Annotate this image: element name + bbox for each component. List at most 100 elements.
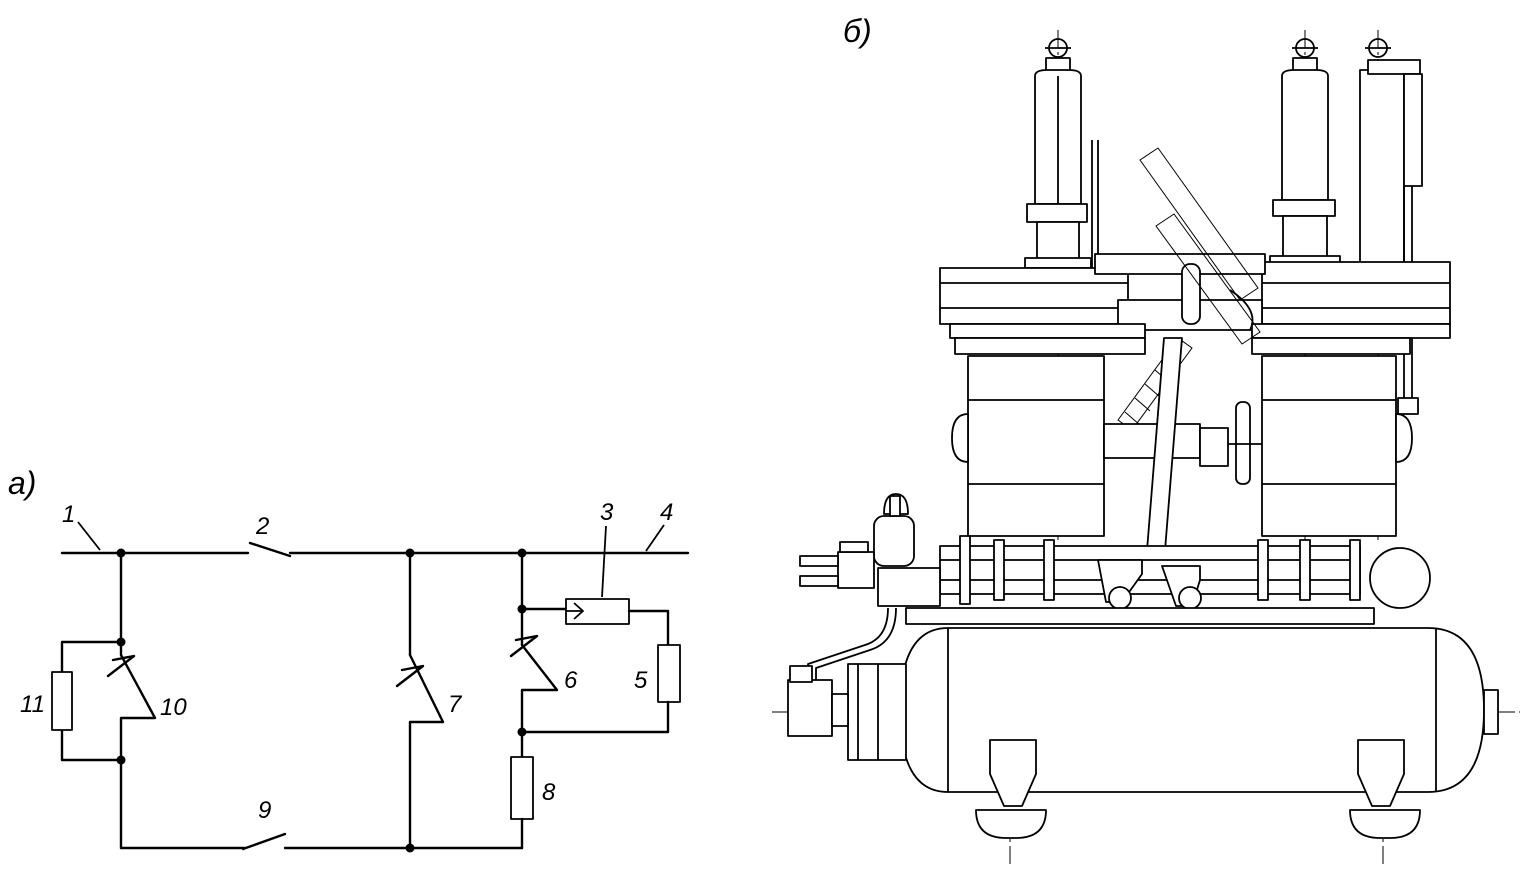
drain-valve (787, 679, 833, 737)
tube-flange (1349, 539, 1361, 601)
thermal-element-7-mark (395, 664, 425, 688)
panel-b-label: б) (843, 13, 872, 49)
support-foot-left (989, 739, 1037, 807)
label-10: 10 (160, 694, 187, 721)
resistor-11-loop (60, 640, 123, 674)
label-6: 6 (564, 667, 578, 694)
linkage-slot (1181, 263, 1201, 325)
left-pole-side-boss (951, 413, 969, 463)
right-bushing-head (1367, 59, 1421, 75)
circuit-diagram: a) (8, 465, 690, 853)
wheel-right (1349, 809, 1421, 839)
switch-9-blade (241, 832, 287, 851)
upper-housing-plate-left (954, 337, 1146, 355)
right-pole-cylinder (1261, 355, 1397, 537)
junction-dot (116, 637, 126, 647)
left-bushing-flange (1026, 203, 1088, 223)
drain-valve-cap (789, 665, 813, 683)
breaker-assembly-drawing: б) (772, 13, 1520, 865)
center-coupling (1103, 423, 1201, 459)
drive-rod-clamp (1397, 397, 1419, 415)
lever-pivot (1108, 586, 1132, 610)
wheel-left (975, 809, 1047, 839)
left-bushing-seat (1024, 257, 1092, 269)
hatch-line (1144, 383, 1161, 398)
junction-dot (517, 727, 527, 737)
control-valve (837, 551, 875, 589)
leader-3 (601, 525, 607, 598)
thermal-element-7 (408, 653, 445, 850)
label-2: 2 (255, 513, 269, 540)
hatch-line (1134, 397, 1151, 412)
tube-flange (1043, 539, 1055, 601)
tube-flange (1257, 539, 1269, 601)
moving-contact-travel (1117, 147, 1261, 431)
label-7: 7 (448, 691, 463, 718)
lever-left (1097, 559, 1143, 603)
resistor-11-loop-bottom (60, 728, 123, 762)
drive-rod-housing (1403, 73, 1423, 187)
upper-housing-skirt-right (1251, 323, 1451, 339)
thermal-element-10-mark (106, 654, 136, 678)
flange-assembly (847, 663, 907, 761)
junction-dot (116, 548, 126, 558)
contact-bend (1229, 289, 1254, 331)
label-4: 4 (660, 499, 673, 526)
leader-4 (645, 524, 665, 552)
tube-flange (959, 535, 971, 605)
right-pole-side-boss (1395, 413, 1413, 463)
label-8: 8 (542, 779, 556, 806)
center-coupling-nut (1199, 427, 1229, 467)
junction-dot (116, 755, 126, 765)
upper-housing-plate-right (1251, 337, 1411, 355)
thermal-element-6 (520, 643, 559, 734)
junction-dot (405, 548, 415, 558)
label-1: 1 (62, 501, 75, 528)
panel-a-label: a) (8, 465, 36, 501)
control-valve-handle (839, 541, 869, 553)
mid-bushing-top (1281, 69, 1329, 201)
air-pipe-inner (815, 607, 897, 680)
right-bushing (1359, 69, 1405, 267)
valve-body (873, 515, 915, 567)
platform (877, 567, 941, 607)
tube-flange (1299, 539, 1311, 601)
thermal-element-6-mark (509, 634, 539, 658)
upper-housing-left (939, 267, 1129, 325)
control-valve-outlet (799, 555, 839, 587)
resistor-5-lead-bottom (520, 700, 670, 734)
air-pipe (807, 607, 889, 680)
left-pole-cylinder (967, 355, 1105, 537)
mid-bushing-flange (1272, 199, 1336, 217)
mid-bushing-base (1282, 215, 1328, 259)
tank-end-boss (1483, 689, 1499, 735)
lever-pivot (1178, 586, 1202, 610)
resistor-5-lead-top (627, 609, 670, 647)
left-bushing-base (1036, 221, 1080, 261)
moving-contact-outline (1139, 147, 1259, 301)
resistor-8 (510, 756, 534, 820)
support-foot-right (1357, 739, 1405, 807)
label-5: 5 (634, 667, 648, 694)
leader-1 (77, 521, 101, 551)
switch-2-blade (248, 541, 292, 558)
label-11: 11 (20, 691, 45, 718)
junction-dot (405, 843, 415, 853)
drain-valve-neck (831, 693, 849, 727)
resistor-11 (51, 671, 73, 731)
junction-dot (517, 604, 527, 614)
junction-dot (517, 548, 527, 558)
moving-contact-outline (1155, 213, 1261, 345)
thermal-element-10 (119, 640, 157, 762)
valve-spindle (889, 495, 901, 517)
upper-housing-right (1261, 261, 1451, 325)
hatch-line (1124, 411, 1141, 426)
cross-beam (1094, 253, 1266, 275)
right-end-drum (1369, 547, 1431, 609)
resistor-5 (657, 644, 681, 703)
label-9: 9 (258, 797, 271, 824)
label-3: 3 (600, 499, 614, 526)
deck-plate (905, 607, 1375, 625)
coupling-disc (1235, 401, 1251, 485)
